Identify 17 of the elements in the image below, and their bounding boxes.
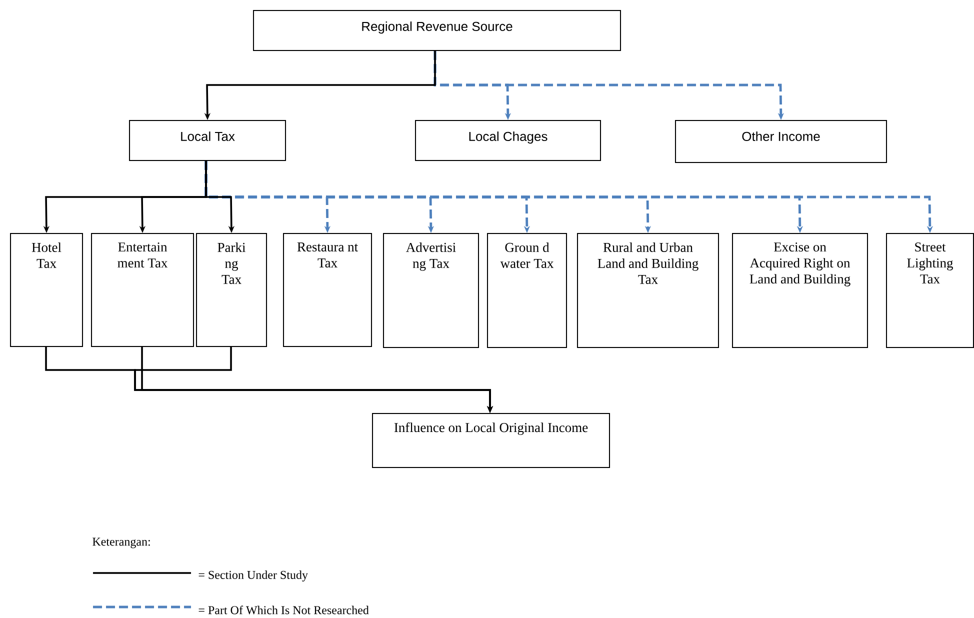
- box: Advertisi ng Tax: [383, 233, 479, 348]
- box: Hotel Tax: [10, 233, 83, 347]
- box: Street Lighting Tax: [886, 233, 974, 348]
- box: Restaura nt Tax: [283, 233, 372, 347]
- legend-text: = Section Under Study: [198, 570, 308, 582]
- box: Rural and Urban Land and Building Tax: [577, 233, 719, 348]
- box: Regional Revenue Source: [253, 10, 621, 51]
- legend-title: Keterangan:: [92, 538, 150, 548]
- box: Local Tax: [129, 120, 286, 161]
- box: Groun d water Tax: [487, 233, 567, 348]
- box: Other Income: [675, 120, 887, 163]
- box: Influence on Local Original Income: [372, 413, 610, 468]
- box: Entertain ment Tax: [91, 233, 194, 347]
- legend-text: = Part Of Which Is Not Researched: [198, 606, 369, 614]
- box: Local Chages: [415, 120, 601, 161]
- box: Parki ng Tax: [196, 233, 267, 347]
- box: Excise on Acquired Right on Land and Building: [732, 233, 868, 348]
